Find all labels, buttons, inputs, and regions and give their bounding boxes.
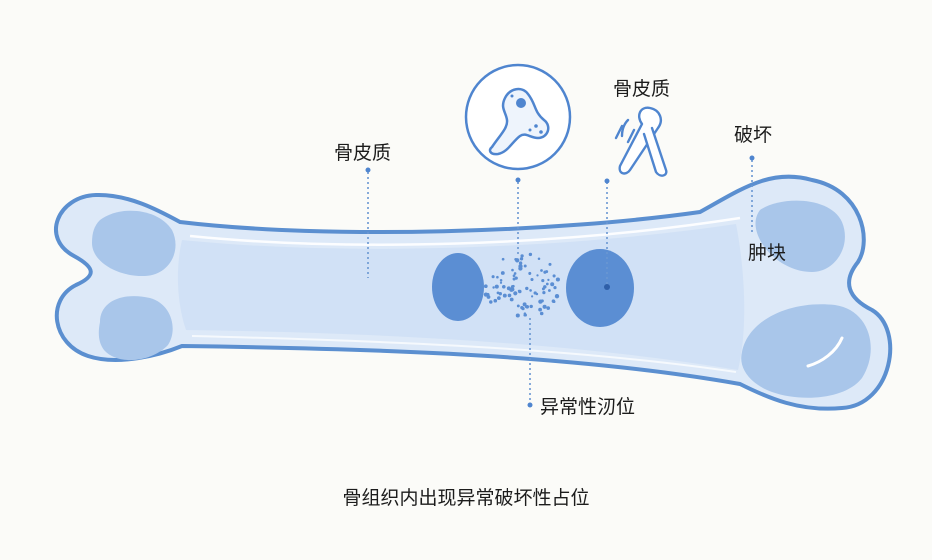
abnormal-dot <box>524 305 528 309</box>
cortex-highlight-lower <box>191 335 737 373</box>
abnormal-dot <box>523 264 527 268</box>
abnormal-dot <box>502 285 506 289</box>
abnormal-dot <box>547 278 550 282</box>
abnormal-dot <box>516 304 520 308</box>
abnormal-dot <box>518 264 523 269</box>
bone-fracture-icon <box>614 106 668 177</box>
abnormal-dot <box>491 275 495 279</box>
label-abnormal-site: 异常性㲽位 <box>540 396 636 418</box>
epiphysis-highlight <box>806 336 844 368</box>
label-tumor: 肿块 <box>748 242 787 264</box>
abnormal-dot <box>512 277 516 281</box>
abnormal-dot <box>494 284 499 289</box>
abnormal-dot <box>552 274 556 278</box>
abnormal-dot <box>511 268 514 272</box>
abnormal-dot <box>517 289 521 293</box>
abnormal-dot <box>525 286 529 291</box>
abnormal-dot <box>483 292 488 297</box>
abnormal-dot <box>520 305 524 310</box>
abnormal-dot <box>515 258 520 263</box>
left-lesion <box>432 253 484 321</box>
abnormal-dot <box>502 293 507 298</box>
abnormal-dot <box>531 295 534 298</box>
abnormal-dot <box>500 271 505 275</box>
abnormal-dot <box>493 298 498 303</box>
abnormal-dot <box>483 284 488 289</box>
abnormal-dot <box>535 292 539 296</box>
leader-dots <box>365 155 755 408</box>
abnormal-dot <box>540 269 543 272</box>
abnormal-dot <box>507 293 512 298</box>
cortex-highlight <box>189 216 741 246</box>
abnormal-dot <box>528 271 532 275</box>
abnormal-dot <box>510 287 515 292</box>
abnormal-dot <box>496 275 499 279</box>
abnormal-dot <box>552 300 556 304</box>
abnormal-dot <box>548 262 552 266</box>
abnormal-dot <box>553 286 557 290</box>
abnormal-dot <box>486 295 491 299</box>
abnormal-dot <box>555 277 560 282</box>
abnormal-dot <box>520 254 524 258</box>
abnormal-dot <box>545 282 549 286</box>
abnormal-dot <box>515 313 520 318</box>
abnormal-dot <box>522 302 527 307</box>
abnormal-dot <box>501 257 505 261</box>
leader-lines <box>367 160 753 402</box>
abnormal-dot <box>529 304 533 309</box>
label-cortex-top: 骨皮质 <box>613 78 671 100</box>
abnormal-dot <box>542 304 547 309</box>
left-lower-epiphysis <box>98 296 173 361</box>
abnormal-dot <box>518 261 523 265</box>
right-upper-epiphysis <box>755 200 845 272</box>
abnormal-dot <box>509 297 514 302</box>
abnormal-dot <box>545 270 549 274</box>
abnormal-dot <box>513 272 517 275</box>
abnormal-dot <box>519 257 524 261</box>
abnormal-dot <box>489 300 493 304</box>
right-lesion-dot <box>604 284 610 290</box>
left-upper-epiphysis <box>92 210 176 277</box>
abnormal-dot <box>512 274 516 278</box>
diagram-caption: 骨组织内出现异常破坏性占位 <box>342 487 590 509</box>
abnormal-dot <box>543 285 547 289</box>
bone-cell-icon <box>464 63 572 171</box>
abnormal-dot <box>528 252 533 257</box>
label-destruction: 破坏 <box>734 124 773 146</box>
abnormal-dot <box>530 277 534 282</box>
abnormal-dot <box>536 274 539 277</box>
abnormal-dot <box>542 290 546 295</box>
right-lower-epiphysis <box>741 304 871 398</box>
abnormal-dot <box>551 283 555 286</box>
abnormal-dot <box>524 313 527 317</box>
abnormal-dot-cluster <box>483 252 560 318</box>
abnormal-dot <box>529 289 532 292</box>
abnormal-dot <box>499 279 503 282</box>
abnormal-dot <box>554 294 560 299</box>
abnormal-dot <box>499 281 503 284</box>
label-cortex-left: 骨皮质 <box>334 142 392 164</box>
abnormal-dot <box>546 306 551 310</box>
abnormal-dot <box>498 292 502 296</box>
right-lesion <box>566 249 634 327</box>
abnormal-dot <box>538 307 542 312</box>
abnormal-dot <box>513 291 518 296</box>
abnormal-dot <box>537 257 541 260</box>
abnormal-dot <box>492 286 495 289</box>
abnormal-dot <box>539 311 544 316</box>
abnormal-dot <box>540 299 544 303</box>
abnormal-dot <box>541 279 545 283</box>
abnormal-dot <box>497 296 501 300</box>
abnormal-dot <box>547 289 551 292</box>
abnormal-dot <box>506 286 511 291</box>
